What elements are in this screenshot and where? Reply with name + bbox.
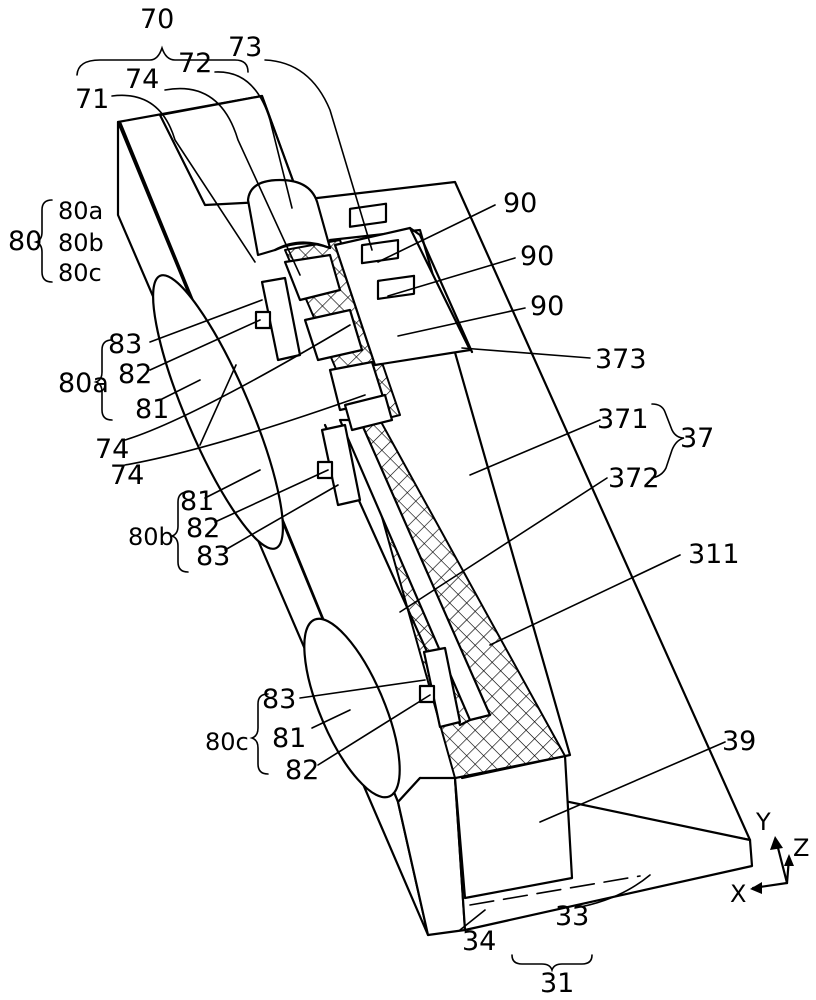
label-81-a: 81 [135, 394, 169, 425]
label-72: 72 [178, 48, 212, 79]
brace-31 [511, 954, 593, 973]
terminals [254, 276, 462, 729]
label-80c-group: 80c [58, 259, 102, 287]
terminal-80b [320, 423, 362, 507]
pin-90-low [376, 274, 416, 300]
label-373: 373 [595, 344, 647, 375]
label-34: 34 [462, 926, 496, 957]
brace-80b [169, 491, 189, 573]
label-311: 311 [688, 539, 740, 570]
label-90-2: 90 [520, 241, 554, 272]
leader-lines [111, 59, 726, 931]
clip-74-1 [283, 253, 342, 302]
label-82-b: 82 [186, 513, 220, 544]
label-82-a: 82 [118, 359, 152, 390]
brace-80c [249, 693, 269, 775]
pin-82a [254, 310, 272, 330]
label-74-top: 74 [125, 64, 159, 95]
label-39: 39 [722, 726, 756, 757]
label-81-c: 81 [272, 723, 306, 754]
label-83-b: 83 [196, 541, 230, 572]
label-33: 33 [555, 901, 589, 932]
brace-37 [651, 403, 685, 479]
label-31: 31 [540, 968, 574, 999]
label-83-a: 83 [108, 329, 142, 360]
label-371: 371 [597, 404, 649, 435]
cylinder-72 [246, 178, 332, 257]
label-90-1: 90 [503, 188, 537, 219]
pin-90-mid [360, 238, 400, 265]
label-80: 80 [8, 226, 42, 257]
label-70: 70 [140, 4, 174, 35]
housing-70 [158, 94, 394, 432]
brace-80a [93, 339, 113, 421]
rail-edge [323, 423, 472, 727]
label-80a-group: 80a [58, 197, 103, 225]
label-80a: 80a [58, 368, 109, 399]
label-90-3: 90 [530, 291, 564, 322]
axis-label-x: X [730, 880, 746, 908]
label-83-c: 83 [262, 684, 296, 715]
dashed-line [469, 875, 641, 906]
brace-80 [33, 199, 53, 283]
ellipse-81-upper [152, 274, 284, 550]
pin-82b [316, 460, 334, 480]
face-39 [453, 754, 574, 900]
label-80b-group: 80b [58, 229, 104, 257]
label-372: 372 [608, 463, 660, 494]
label-73: 73 [228, 32, 262, 63]
label-71: 71 [75, 84, 109, 115]
label-80b: 80b [128, 523, 174, 551]
pin-90-top [348, 202, 388, 228]
label-81-b: 81 [180, 486, 214, 517]
brace-70 [76, 45, 249, 76]
axis-indicator [750, 836, 794, 894]
axis-label-y: Y [755, 808, 771, 836]
label-74-mid: 74 [95, 434, 129, 465]
break-mark [199, 364, 237, 446]
label-82-c: 82 [285, 755, 319, 786]
slot-373 [333, 202, 474, 367]
label-80c: 80c [205, 728, 249, 756]
labels: 70 71 72 73 74 80 80a 80b 80c 83 82 80a … [8, 4, 809, 999]
clip-74-4 [343, 393, 394, 432]
label-74-low: 74 [110, 460, 144, 491]
pin-82c [418, 684, 436, 704]
ellipse-81-lower [303, 617, 401, 799]
axis-label-z: Z [793, 834, 809, 862]
label-37: 37 [680, 423, 714, 454]
